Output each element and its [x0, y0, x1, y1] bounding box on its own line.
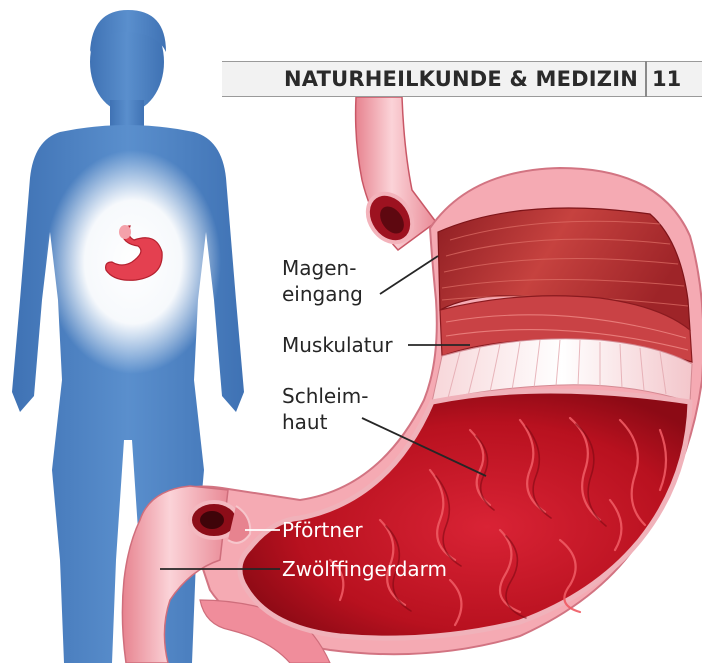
- label-schleimhaut-line2: haut: [282, 410, 327, 434]
- header-separator: [645, 61, 647, 97]
- label-pfoertner: Pförtner: [282, 518, 363, 542]
- page-number: 11: [652, 64, 681, 94]
- label-schleimhaut-line1: Schleim-: [282, 384, 368, 408]
- label-mageneingang-line1: Magen-: [282, 256, 356, 280]
- header-title: NATURHEILKUNDE & MEDIZIN: [284, 64, 638, 94]
- leader-mageneingang: [380, 256, 438, 294]
- label-mageneingang-line2: eingang: [282, 282, 363, 306]
- label-zwoelffingerdarm: Zwölffingerdarm: [282, 557, 447, 581]
- label-muskulatur: Muskulatur: [282, 333, 393, 357]
